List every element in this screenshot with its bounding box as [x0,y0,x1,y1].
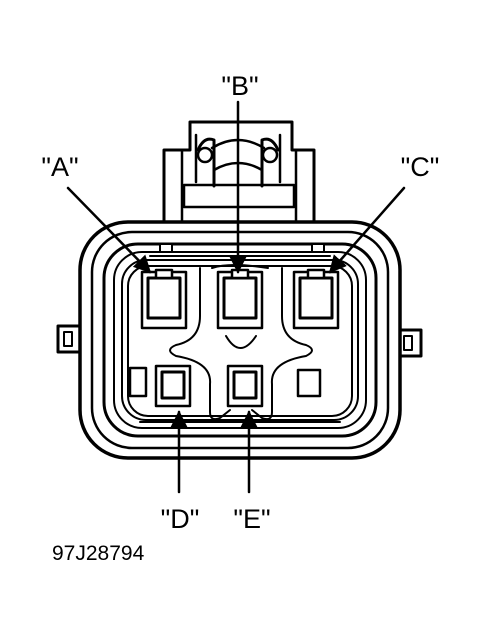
terminal-e [226,364,264,408]
terminal-a [140,268,188,330]
arrow-a [66,186,152,274]
terminal-c [292,268,340,330]
connector-housing [78,220,402,460]
arrow-c [328,186,406,274]
blank-cavity-left [128,366,148,398]
label-d: "D" [161,504,200,534]
terminal-d [154,364,192,408]
label-c: "C" [401,152,440,182]
blank-cavity-right [296,368,322,398]
label-a: "A" [41,152,78,182]
label-b: "B" [221,71,258,101]
figure-code: 97J28794 [52,542,145,565]
terminal-b [216,268,264,330]
label-e: "E" [233,504,270,534]
cavity-walls [169,264,313,421]
